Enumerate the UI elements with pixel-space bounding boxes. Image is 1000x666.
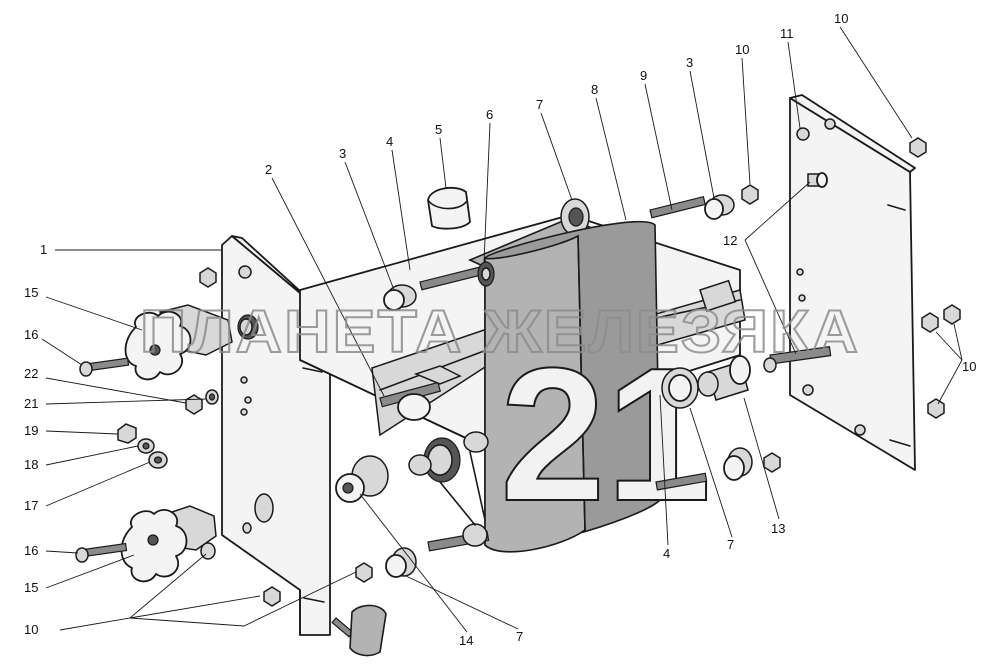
callout-4-top: 4	[386, 134, 393, 149]
callout-22: 22	[24, 366, 38, 381]
nut-10-right-b	[921, 312, 939, 333]
callout-6: 6	[486, 107, 493, 122]
nut-10-right-d	[927, 398, 945, 419]
display-digits: 21	[500, 329, 711, 541]
callout-5: 5	[435, 122, 442, 137]
callout-19: 19	[24, 423, 38, 438]
callout-15-lower: 15	[24, 580, 38, 595]
callout-10-top-right: 10	[834, 11, 848, 26]
nut-right-low	[763, 452, 781, 473]
clip-5	[427, 186, 471, 230]
stud-12-lower	[763, 345, 832, 373]
stud-12-upper	[807, 172, 828, 188]
callout-11: 11	[780, 26, 794, 41]
washer-21	[205, 389, 219, 405]
bushing-3-left	[383, 284, 417, 311]
callout-12: 12	[723, 233, 737, 248]
rear-plate	[789, 94, 916, 471]
callout-21: 21	[24, 396, 38, 411]
flip-band: 21	[484, 220, 712, 553]
callout-4-bottom: 4	[663, 546, 670, 561]
bushing-7-bottom	[385, 547, 417, 578]
nut-10-top-right	[909, 137, 927, 158]
washer-17	[148, 451, 168, 469]
bushing-14	[335, 455, 389, 503]
callout-10-mid: 10	[735, 42, 749, 57]
bracket-bottom	[331, 604, 387, 657]
bushing-6	[477, 261, 495, 287]
leader-lines	[41, 26, 963, 633]
washer-18	[137, 438, 155, 454]
callout-17: 17	[24, 498, 38, 513]
callout-10-right: 10	[962, 359, 976, 374]
bushing-3-right	[704, 194, 735, 220]
callout-7-bottom: 7	[516, 629, 523, 644]
callout-1: 1	[40, 242, 47, 257]
callout-2: 2	[265, 162, 272, 177]
nut-10-bottom-a	[263, 586, 281, 607]
nut-19	[117, 423, 137, 444]
screw-16-upper	[79, 357, 130, 377]
callout-labels: 1 15 16 22 21 19 18 17 16 15 10 2 3 4 5 …	[24, 11, 976, 648]
callout-7-right: 7	[727, 537, 734, 552]
nut-top-left	[199, 267, 217, 288]
nut-10-right-a	[741, 184, 759, 205]
nut-10-right-c	[943, 304, 961, 325]
nut-10-bottom-b	[355, 562, 373, 583]
washer-7-lower	[661, 367, 699, 409]
callout-14: 14	[459, 633, 473, 648]
knob-lower	[120, 505, 217, 583]
callout-7-top: 7	[536, 97, 543, 112]
callout-8: 8	[591, 82, 598, 97]
nut-22	[185, 394, 203, 415]
callout-18: 18	[24, 457, 38, 472]
lower-mechanism	[408, 431, 708, 552]
bushing-13	[697, 355, 751, 401]
callout-15-upper: 15	[24, 285, 38, 300]
callout-16-lower: 16	[24, 543, 38, 558]
screw-16-lower	[75, 542, 128, 563]
callout-16-upper: 16	[24, 327, 38, 342]
callout-3-right: 3	[686, 55, 693, 70]
callout-9: 9	[640, 68, 647, 83]
knob-upper	[124, 304, 233, 381]
watermark: ПЛАНЕТА ЖЕЛЕЗЯКА	[140, 298, 860, 365]
bushing-right-low	[723, 447, 753, 481]
callout-3-left: 3	[339, 146, 346, 161]
callout-13: 13	[771, 521, 785, 536]
callout-10-left: 10	[24, 622, 38, 637]
